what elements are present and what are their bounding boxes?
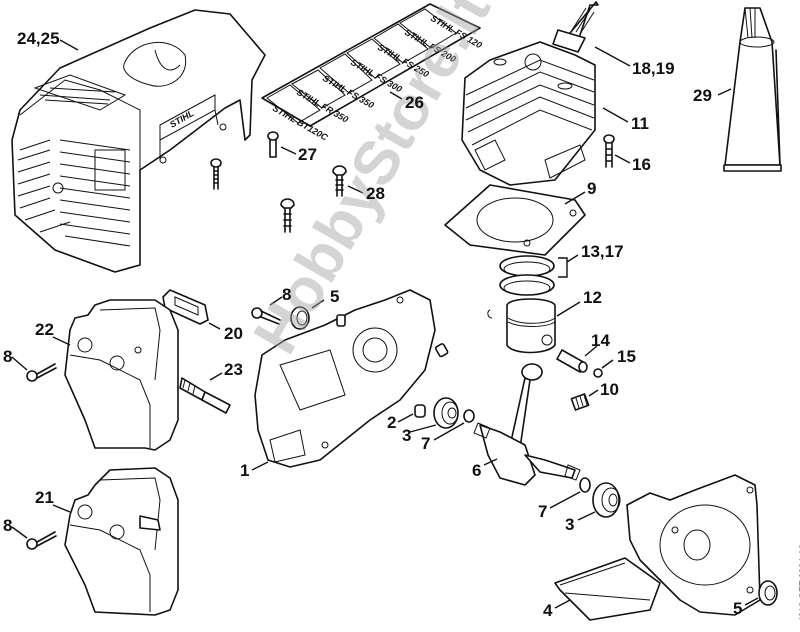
grease-tube-part[interactable]: [723, 7, 782, 172]
part-label: 29: [693, 86, 712, 105]
leader-line-22: [52, 336, 71, 346]
leader-line-29: [717, 88, 732, 96]
muffler-part[interactable]: [64, 467, 179, 616]
ball-bearing-part[interactable]: [433, 397, 459, 429]
leader-line-11: [602, 107, 629, 123]
sleeve-part[interactable]: [414, 404, 426, 418]
leader-line-18-19: [594, 46, 631, 67]
piston-pin-part[interactable]: [556, 349, 588, 373]
leader-line-4: [554, 599, 571, 609]
part-label: 22: [35, 320, 54, 339]
screw-27-part[interactable]: [267, 131, 279, 158]
oil-seal-part[interactable]: [758, 580, 778, 606]
crankshaft-part[interactable]: [473, 363, 581, 486]
ball-bearing-part[interactable]: [592, 482, 621, 518]
leader-line-8b: [11, 356, 28, 371]
part-label: 27: [298, 145, 317, 164]
leader-line-26: [389, 91, 403, 100]
part-label: 4: [543, 601, 553, 620]
leader-line-7a: [433, 422, 465, 441]
part-label: 24,25: [17, 29, 60, 48]
part-label: 7: [421, 434, 431, 453]
muffler-part[interactable]: [64, 299, 179, 451]
screw-28-part[interactable]: [332, 165, 347, 197]
leader-line-16: [614, 154, 631, 164]
screw-part[interactable]: [210, 158, 222, 190]
part-label: 3: [402, 426, 412, 445]
part-label: 21: [35, 488, 54, 507]
screw-part[interactable]: [26, 531, 57, 550]
oil-seal-part[interactable]: [290, 306, 310, 330]
screw-part[interactable]: [251, 307, 281, 325]
part-label: 5: [330, 287, 340, 306]
screw-part[interactable]: [26, 363, 57, 382]
leader-line-1: [251, 461, 269, 471]
part-label: 11: [631, 114, 649, 133]
cylinder-gasket-part[interactable]: [444, 184, 586, 256]
snap-ring-part[interactable]: [593, 368, 603, 378]
leader-line-20: [208, 322, 221, 330]
shroud-part[interactable]: STIHL: [11, 9, 266, 273]
part-label: 8: [3, 347, 13, 366]
part-label: 28: [366, 184, 385, 203]
part-label: 7: [538, 502, 548, 521]
leader-line-21: [52, 504, 71, 513]
leader-line-7b: [549, 491, 581, 509]
leader-line-5b: [744, 597, 759, 606]
needle-cage-part[interactable]: [570, 393, 590, 411]
leader-line-15: [601, 359, 614, 369]
leader-line-12: [556, 301, 581, 317]
leader-line-3a: [409, 424, 437, 433]
circlip-part[interactable]: [463, 409, 475, 423]
stud-part[interactable]: [179, 377, 231, 414]
part-label: 13,17: [581, 242, 624, 261]
leader-line-6: [483, 458, 498, 466]
part-label: 18,19: [632, 59, 675, 78]
dowel-pin-part[interactable]: [336, 314, 346, 327]
part-label: 10: [600, 380, 619, 399]
part-label: 8: [3, 516, 13, 535]
part-label: 23: [224, 360, 243, 379]
leader-line-24-25: [59, 39, 79, 51]
part-label: 8: [282, 285, 292, 304]
leader-line-5a: [311, 299, 325, 309]
leader-line-9: [564, 191, 586, 205]
dowel-pin-part[interactable]: [434, 343, 449, 358]
circlip-part[interactable]: [579, 477, 591, 493]
piston-part[interactable]: [487, 298, 556, 354]
part-label: 15: [617, 347, 636, 366]
part-label: 5: [733, 599, 743, 618]
part-label: 9: [587, 179, 597, 198]
crankcase-half-part[interactable]: [254, 289, 436, 468]
part-label: 16: [632, 155, 651, 174]
part-label: 12: [583, 288, 602, 307]
screw-16-part[interactable]: [603, 134, 615, 168]
leader-line-2: [397, 413, 414, 423]
spark-plug-part[interactable]: [552, 1, 599, 53]
part-label: 1: [240, 461, 250, 480]
cylinder-part[interactable]: [461, 41, 596, 186]
leader-line-28: [347, 185, 364, 194]
leader-line-14: [584, 345, 598, 357]
screw-part[interactable]: [280, 198, 295, 233]
crankcase-half-part[interactable]: [554, 474, 761, 621]
part-label: 2: [387, 413, 397, 432]
part-label: 6: [472, 461, 482, 480]
leader-line-10: [588, 389, 599, 397]
part-label: 14: [591, 331, 610, 350]
piston-rings-part[interactable]: [499, 255, 555, 296]
leader-line-8c: [11, 526, 28, 539]
leader-line-23: [209, 372, 223, 381]
leader-line-3b: [577, 511, 596, 521]
leader-line-8a: [269, 296, 283, 306]
part-label: 3: [565, 515, 575, 534]
leader-line-13-17: [558, 254, 579, 278]
part-label: 20: [224, 324, 243, 343]
leader-line-27: [280, 146, 297, 155]
part-label: 26: [405, 93, 424, 112]
